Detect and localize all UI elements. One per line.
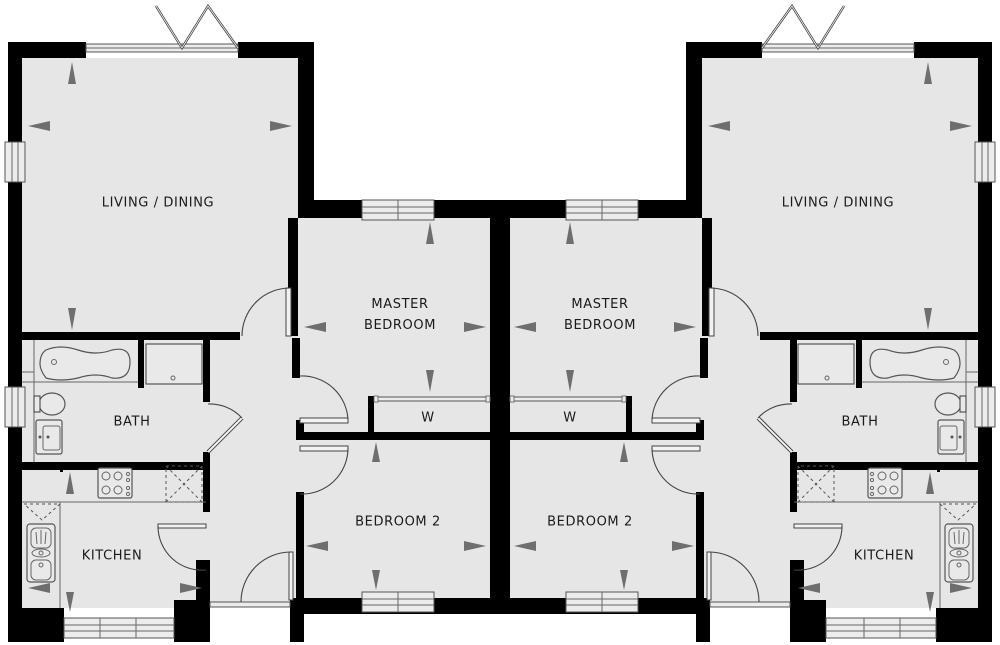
room-label-wardrobe-right: W bbox=[563, 410, 577, 426]
room-label-bedroom2-left: BEDROOM 2 bbox=[355, 514, 441, 530]
room-label-bedroom2-right: BEDROOM 2 bbox=[547, 514, 633, 530]
master-label-line2: BEDROOM bbox=[563, 318, 637, 333]
master-label-line1: MASTER bbox=[571, 297, 629, 312]
room-label-master-left: MASTER BEDROOM bbox=[364, 294, 436, 336]
room-label-living-right: LIVING / DINING bbox=[781, 195, 895, 211]
master-label-line2: BEDROOM bbox=[363, 318, 437, 333]
master-label-line1: MASTER bbox=[371, 297, 429, 312]
room-label-kitchen-left: KITCHEN bbox=[81, 548, 143, 564]
room-label-master-right: MASTER BEDROOM bbox=[564, 294, 636, 336]
room-label-wardrobe-left: W bbox=[421, 410, 435, 426]
room-label-bath-right: BATH bbox=[841, 414, 879, 430]
room-label-living-left: LIVING / DINING bbox=[101, 195, 215, 211]
room-label-bath-left: BATH bbox=[113, 414, 151, 430]
room-label-kitchen-right: KITCHEN bbox=[853, 548, 915, 564]
